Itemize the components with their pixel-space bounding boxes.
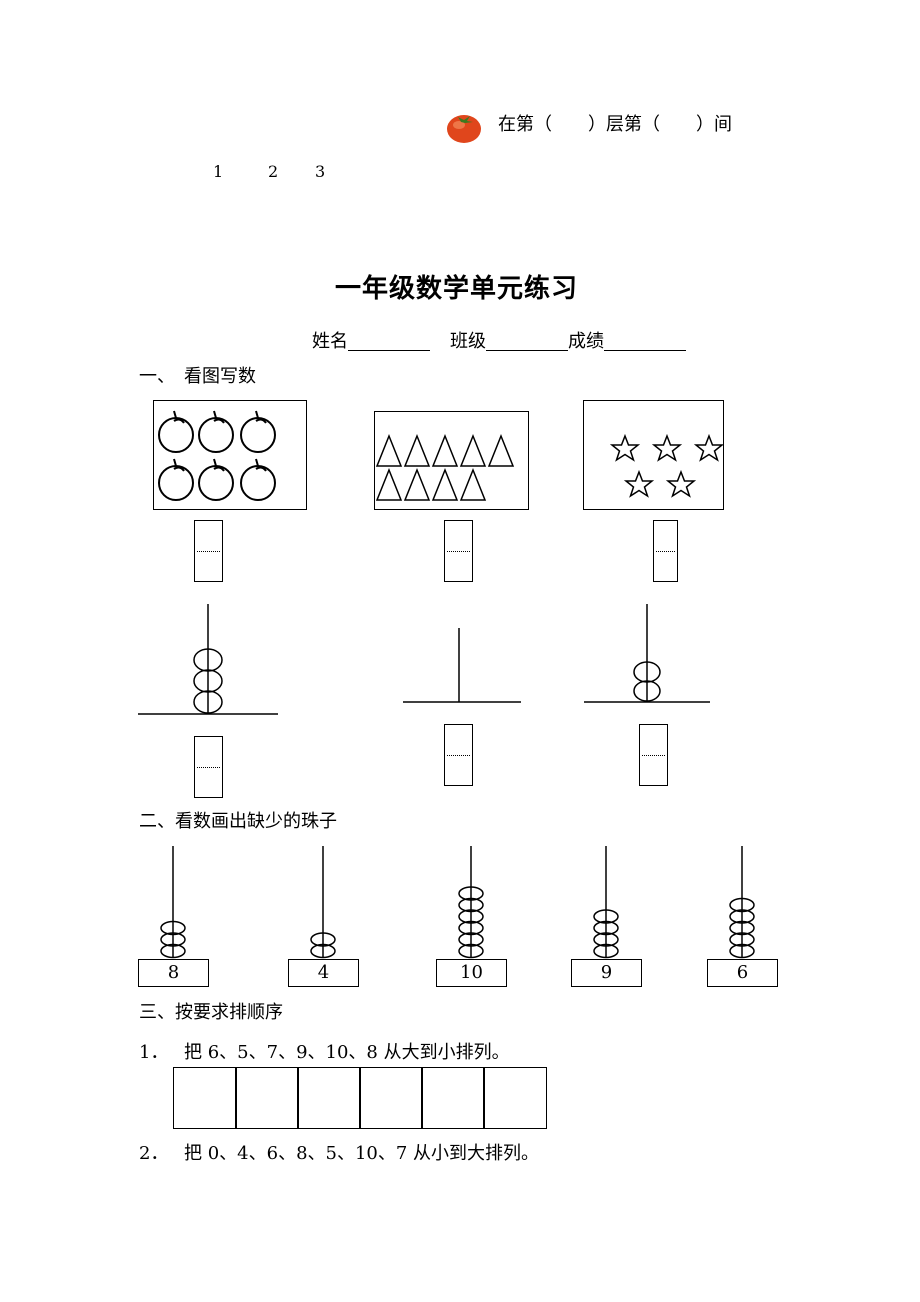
section2-heading: 二、看数画出缺少的珠子 xyxy=(139,811,337,832)
abacus-number-label: 8 xyxy=(138,959,209,987)
answer-box-abacus-1[interactable] xyxy=(194,736,223,798)
abacus-3 xyxy=(584,604,710,703)
floor-room-text: 在第（ ）层第（ ）间 xyxy=(498,114,732,135)
question1-number: 1． xyxy=(139,1042,169,1063)
answer-box-abacus-3[interactable] xyxy=(639,724,668,786)
abacus-number-label: 4 xyxy=(288,959,359,987)
star-icon xyxy=(665,469,697,498)
tomato-icon xyxy=(447,115,481,143)
info-line: 姓名 班级 成绩 xyxy=(312,332,686,351)
abacus-bead xyxy=(193,690,223,714)
abacus-bead xyxy=(310,932,336,947)
abacus-bead xyxy=(729,909,755,924)
triangle-icon xyxy=(459,467,487,501)
apple-icon xyxy=(158,458,194,501)
abacus-number-label: 6 xyxy=(707,959,778,987)
answer-box-apples[interactable] xyxy=(194,520,223,582)
apple-icon xyxy=(240,458,276,501)
header-number-1: 1 xyxy=(213,162,224,181)
apples-group xyxy=(158,410,276,501)
order-answer-cell[interactable] xyxy=(297,1067,361,1129)
question2-text: 把 0、4、6、8、5、10、7 从小到大排列。 xyxy=(184,1143,540,1164)
order-answer-cell[interactable] xyxy=(235,1067,299,1129)
abacus-bead xyxy=(193,669,223,693)
class-blank[interactable] xyxy=(486,332,568,351)
question1-text: 把 6、5、7、9、10、8 从大到小排列。 xyxy=(184,1042,510,1063)
abacus-1 xyxy=(138,604,278,715)
order-answer-cell[interactable] xyxy=(483,1067,547,1129)
abacus-number-label: 9 xyxy=(571,959,642,987)
header-number-3: 3 xyxy=(315,162,326,181)
abacus-bead xyxy=(458,932,484,947)
apple-icon xyxy=(158,410,194,453)
abacus-bead xyxy=(729,897,755,913)
class-label: 班级 xyxy=(450,331,486,352)
triangle-icon xyxy=(403,433,431,467)
star-icon xyxy=(609,433,641,462)
missing-beads-abacus xyxy=(458,846,484,959)
triangle-icon xyxy=(431,467,459,501)
triangles-picture-box xyxy=(374,411,529,510)
missing-beads-abacus xyxy=(160,846,186,959)
abacus-bead xyxy=(160,920,186,936)
triangle-icon xyxy=(375,433,403,467)
abacus-bead xyxy=(193,648,223,672)
missing-beads-abacus xyxy=(729,846,755,959)
abacus-bead xyxy=(593,943,619,959)
abacus-bead xyxy=(160,932,186,947)
star-icon xyxy=(623,469,655,498)
answer-box-abacus-2[interactable] xyxy=(444,724,473,786)
abacus-bead xyxy=(593,920,619,936)
abacus-bead xyxy=(458,909,484,924)
stars-group xyxy=(609,433,725,498)
answer-box-triangles[interactable] xyxy=(444,520,473,582)
triangle-icon xyxy=(487,433,515,467)
abacus-2 xyxy=(403,628,521,703)
star-icon xyxy=(651,433,683,462)
abacus-bead xyxy=(458,886,484,901)
abacus-bead xyxy=(593,932,619,947)
abacus-bead xyxy=(729,943,755,959)
abacus-bead xyxy=(458,943,484,959)
star-icon xyxy=(693,433,725,462)
triangle-icon xyxy=(375,467,403,501)
answer-box-stars[interactable] xyxy=(653,520,678,582)
name-label: 姓名 xyxy=(312,331,348,352)
score-label: 成绩 xyxy=(568,331,604,352)
section3-heading: 三、按要求排顺序 xyxy=(139,1002,283,1023)
triangle-icon xyxy=(403,467,431,501)
abacus-bead xyxy=(310,943,336,959)
page-title: 一年级数学单元练习 xyxy=(335,274,579,304)
missing-beads-abacus xyxy=(593,846,619,959)
score-blank[interactable] xyxy=(604,332,686,351)
abacus-bead xyxy=(458,897,484,913)
order-answer-cell[interactable] xyxy=(421,1067,485,1129)
abacus-bead xyxy=(593,909,619,924)
abacus-bead xyxy=(160,943,186,959)
triangles-group xyxy=(375,433,515,501)
apples-picture-box xyxy=(153,400,307,510)
abacus-bead xyxy=(458,920,484,936)
abacus-bead xyxy=(729,932,755,947)
abacus-number-label: 10 xyxy=(436,959,507,987)
abacus-bead xyxy=(633,661,661,683)
name-blank[interactable] xyxy=(348,332,430,351)
apple-icon xyxy=(198,458,234,501)
abacus-bead xyxy=(633,680,661,702)
apple-icon xyxy=(198,410,234,453)
section1-heading: 一、 看图写数 xyxy=(139,366,256,387)
abacus-bead xyxy=(729,920,755,936)
question2-number: 2． xyxy=(139,1143,169,1164)
stars-picture-box xyxy=(583,400,724,510)
header-number-2: 2 xyxy=(268,162,279,181)
order-answer-cell[interactable] xyxy=(173,1067,237,1129)
triangle-icon xyxy=(459,433,487,467)
apple-icon xyxy=(240,410,276,453)
triangle-icon xyxy=(431,433,459,467)
order-answer-cell[interactable] xyxy=(359,1067,423,1129)
missing-beads-abacus xyxy=(310,846,336,959)
